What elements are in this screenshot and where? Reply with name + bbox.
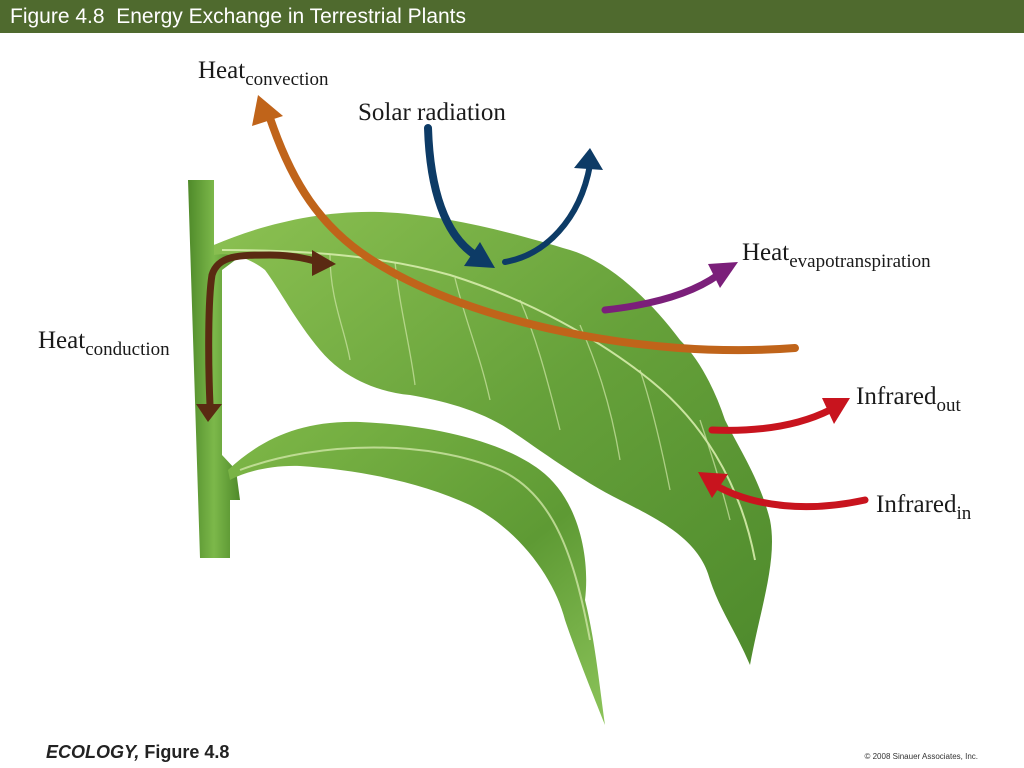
heat-conduction-arrow — [196, 250, 336, 422]
footer-book-title: ECOLOGY, — [46, 742, 140, 762]
lower-leaf — [228, 421, 605, 725]
label-infrared-in: Infraredin — [876, 491, 972, 524]
upper-leaf-midrib — [221, 249, 756, 561]
footer-figure-number: Figure 4.8 — [139, 742, 230, 762]
title-bar: Figure 4.8 Energy Exchange in Terrestria… — [0, 0, 1024, 33]
label-heat-conduction: Heatconduction — [38, 327, 170, 360]
heat-evapotranspiration-arrow — [601, 262, 738, 314]
footer-copyright: © 2008 Sinauer Associates, Inc. — [864, 752, 978, 761]
label-heat-convection: Heatconvection — [198, 57, 329, 90]
footer-source: ECOLOGY, Figure 4.8 — [46, 742, 229, 763]
label-solar-radiation: Solar radiation — [358, 99, 506, 126]
label-infrared-out: Infraredout — [856, 383, 961, 416]
label-heat-evapotranspiration: Heatevapotranspiration — [742, 239, 931, 272]
solar-radiation-reflected-arrow — [502, 148, 603, 265]
lower-leaf-midrib — [239, 446, 591, 641]
heat-convection-arrow — [252, 95, 799, 355]
figure-title: Figure 4.8 Energy Exchange in Terrestria… — [10, 5, 467, 28]
upper-leaf — [214, 211, 772, 665]
plant-stem — [188, 180, 240, 558]
infrared-in-arrow — [698, 472, 869, 511]
infrared-out-arrow — [708, 398, 850, 434]
solar-radiation-in-arrow — [424, 124, 495, 268]
